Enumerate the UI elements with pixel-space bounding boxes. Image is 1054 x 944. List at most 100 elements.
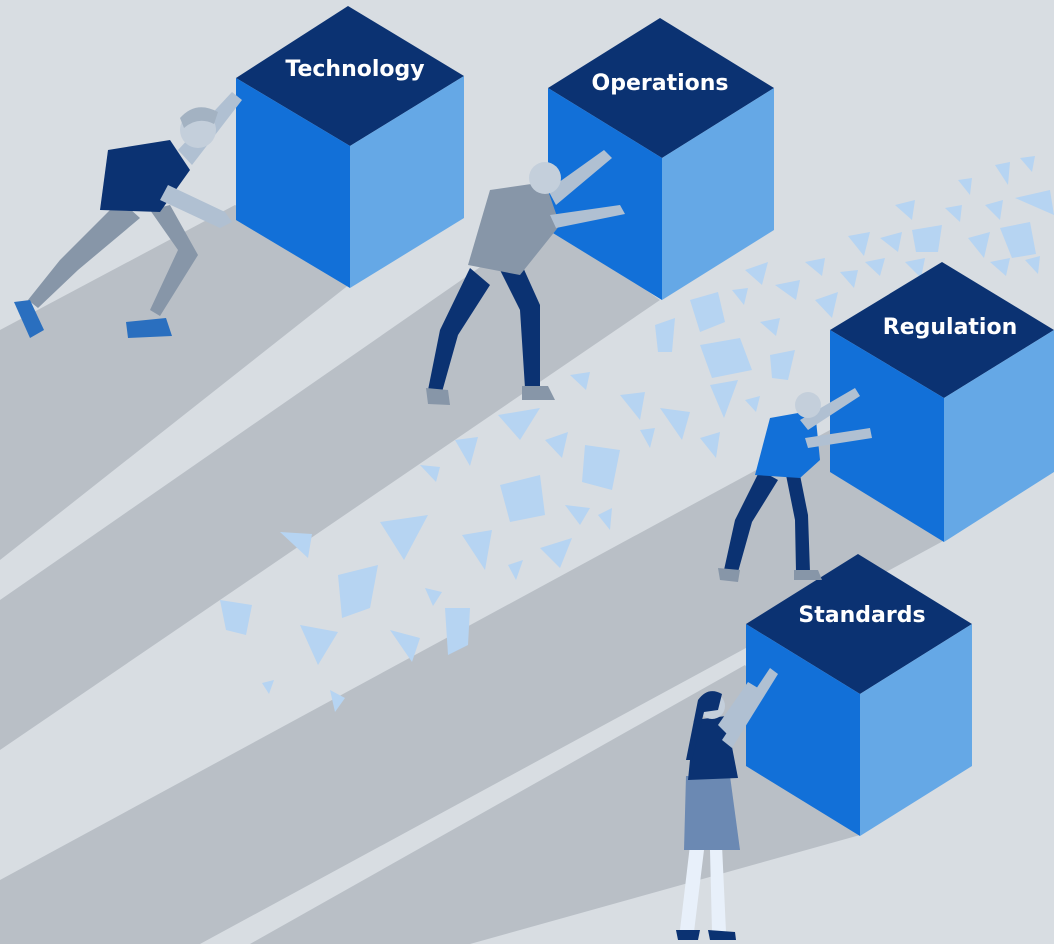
shard bbox=[770, 350, 795, 380]
shard bbox=[995, 162, 1010, 185]
shard bbox=[420, 465, 440, 482]
person-head bbox=[529, 162, 561, 194]
person-shoe bbox=[794, 570, 822, 580]
cube-left-face bbox=[236, 78, 350, 288]
shard bbox=[1025, 256, 1040, 274]
person-torso bbox=[755, 410, 820, 478]
shard bbox=[455, 437, 478, 466]
shard bbox=[710, 380, 738, 418]
shard bbox=[462, 530, 492, 570]
cube-left-face bbox=[548, 88, 662, 300]
shard bbox=[745, 396, 760, 412]
shard bbox=[498, 408, 540, 440]
person-shoe bbox=[718, 568, 740, 582]
shard bbox=[732, 288, 748, 305]
shard bbox=[848, 232, 870, 256]
cube-regulation: Regulation bbox=[830, 262, 1054, 542]
person-technology-pusher bbox=[14, 92, 242, 338]
shard bbox=[330, 690, 345, 712]
shard bbox=[865, 258, 885, 276]
shard bbox=[425, 588, 442, 606]
person-shoe bbox=[676, 930, 700, 940]
cube-right-face bbox=[944, 330, 1054, 542]
shard bbox=[540, 538, 572, 568]
shard bbox=[700, 432, 720, 458]
shard bbox=[945, 205, 962, 222]
person-hair bbox=[180, 107, 218, 128]
person-skirt bbox=[684, 776, 740, 850]
person-arm bbox=[722, 668, 778, 748]
shard bbox=[500, 475, 545, 522]
cube-label-standards: Standards bbox=[798, 603, 925, 628]
shard bbox=[570, 372, 590, 390]
shard bbox=[1020, 156, 1035, 172]
person-leg bbox=[724, 470, 778, 572]
cube-right-face bbox=[860, 624, 972, 836]
shard bbox=[545, 432, 568, 458]
shard bbox=[1000, 222, 1036, 258]
shard bbox=[338, 565, 378, 618]
shard bbox=[690, 292, 725, 332]
cube-operations: Operations bbox=[548, 18, 774, 300]
person-head bbox=[795, 392, 821, 418]
person-arm bbox=[805, 428, 872, 448]
shard bbox=[300, 625, 338, 665]
shard bbox=[380, 515, 428, 560]
person-legs bbox=[680, 845, 726, 932]
shard bbox=[912, 225, 942, 252]
shard bbox=[220, 600, 252, 635]
shard bbox=[620, 392, 645, 420]
shard bbox=[880, 232, 902, 252]
cube-top bbox=[548, 18, 774, 158]
cube-left-face bbox=[830, 330, 944, 542]
person-front-leg bbox=[150, 205, 198, 316]
person-arm bbox=[550, 205, 625, 228]
shard bbox=[660, 408, 690, 440]
person-torso bbox=[468, 182, 560, 275]
person-leg bbox=[428, 268, 490, 392]
shard bbox=[582, 445, 620, 490]
cube-right-face bbox=[662, 88, 774, 300]
person-shoe bbox=[14, 300, 44, 338]
person-arm bbox=[548, 150, 612, 205]
shard bbox=[840, 270, 858, 288]
shard bbox=[390, 630, 420, 662]
shard bbox=[262, 680, 274, 694]
cube-right-face bbox=[350, 76, 464, 288]
cube-top bbox=[746, 554, 972, 694]
person-arm bbox=[160, 185, 232, 228]
person-leg bbox=[785, 465, 810, 572]
person-operations-pusher bbox=[426, 150, 625, 405]
shard bbox=[815, 292, 838, 318]
person-arm bbox=[718, 682, 758, 735]
shard bbox=[598, 508, 612, 530]
person-shoe bbox=[426, 388, 450, 405]
shard bbox=[640, 428, 655, 448]
shard bbox=[805, 258, 825, 276]
shard bbox=[775, 280, 800, 300]
shard bbox=[565, 505, 590, 525]
person-shoe bbox=[522, 386, 555, 400]
shard bbox=[895, 200, 915, 220]
road-operations bbox=[0, 220, 660, 750]
shard bbox=[905, 258, 925, 278]
person-leg bbox=[500, 265, 540, 388]
cube-technology: Technology bbox=[236, 6, 464, 288]
cube-label-operations: Operations bbox=[592, 71, 729, 96]
person-shoe bbox=[126, 318, 172, 338]
shard bbox=[745, 262, 768, 285]
shard bbox=[1015, 190, 1054, 215]
person-hair bbox=[686, 691, 722, 760]
person-standards-pusher bbox=[676, 668, 778, 940]
shards bbox=[220, 156, 1054, 712]
cube-top bbox=[830, 262, 1054, 398]
shard bbox=[985, 200, 1003, 220]
cube-label-regulation: Regulation bbox=[883, 315, 1018, 340]
person-arm bbox=[800, 388, 860, 430]
shard bbox=[968, 232, 990, 258]
shard bbox=[760, 318, 780, 336]
shard bbox=[280, 532, 312, 558]
shard bbox=[958, 178, 972, 195]
